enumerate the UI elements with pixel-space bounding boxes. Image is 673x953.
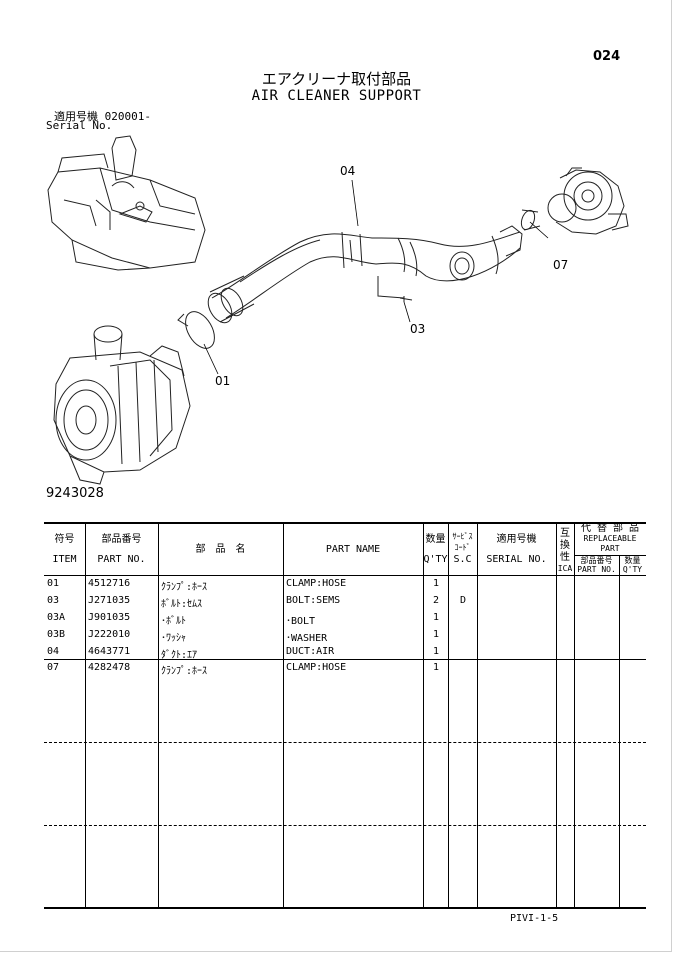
cell-item: 04 — [47, 646, 60, 657]
header-repl-qty-en: Q'TY — [622, 565, 643, 574]
col-divider — [423, 522, 424, 908]
bolt-part-03 — [377, 276, 413, 302]
header-qty-jp: 数量 — [425, 534, 446, 545]
cell-item: 03B — [47, 629, 66, 640]
excavator-thumbnail — [47, 135, 206, 271]
table-row: 07 4282478 ｸﾗﾝﾌﾟ:ﾎｰｽ CLAMP:HOSE 1 — [44, 662, 646, 677]
table-top-border — [44, 522, 646, 524]
callout-03: 03 — [410, 322, 426, 336]
cell-name-en: ･WASHER — [286, 633, 328, 644]
cell-name-en: BOLT:SEMS — [286, 595, 341, 606]
header-qty-en: Q'TY — [423, 554, 448, 565]
header-repl-en1: REPLACEABLE — [583, 534, 637, 543]
table-row: 04 4643771 ﾀﾞｸﾄ:ｴｱ DUCT:AIR 1 — [44, 646, 646, 661]
group-divider — [44, 659, 646, 660]
table-row: 03A J901035 ･ﾎﾞﾙﾄ ･BOLT 1 — [44, 612, 646, 627]
callout-04: 04 — [340, 164, 356, 178]
col-divider — [477, 522, 478, 908]
section-divider — [44, 742, 646, 743]
cell-part-no: 4512716 — [88, 578, 131, 589]
page-number: 024 — [593, 49, 621, 64]
header-repl-jp: 代 替 部 品 — [580, 523, 640, 534]
cell-part-no: J271035 — [88, 595, 131, 606]
cell-name-en: DUCT:AIR — [286, 646, 335, 657]
cell-qty: 1 — [433, 612, 440, 623]
header-ica-jp1: 互 — [560, 528, 570, 539]
col-divider — [448, 522, 449, 908]
cell-name-jp: ﾎﾞﾙﾄ:ｾﾑｽ — [161, 599, 203, 610]
header-serial-jp: 適用号機 — [496, 534, 537, 545]
clamp-part-01 — [177, 311, 215, 349]
figure-number: 9243028 — [46, 486, 104, 501]
table-row: 01 4512716 ｸﾗﾝﾌﾟ:ﾎｰｽ CLAMP:HOSE 1 — [44, 578, 646, 593]
cell-qty: 1 — [433, 629, 440, 640]
header-partno-en: PART NO. — [97, 554, 146, 565]
cell-qty: 2 — [433, 595, 440, 606]
footer-page-code: PIVI-1-5 — [510, 913, 559, 924]
clamp-part-07 — [520, 209, 541, 231]
cell-part-no: J901035 — [88, 612, 131, 623]
cell-part-no: 4643771 — [88, 646, 131, 657]
cell-item: 03 — [47, 595, 60, 606]
cell-name-en: CLAMP:HOSE — [286, 578, 347, 589]
header-partno-jp: 部品番号 — [101, 534, 142, 545]
cell-qty: 1 — [433, 662, 440, 673]
cell-part-no: J222010 — [88, 629, 131, 640]
table-bottom-border — [44, 907, 646, 909]
table-row: 03 J271035 ﾎﾞﾙﾄ:ｾﾑｽ BOLT:SEMS 2 D — [44, 595, 646, 610]
header-item-en: ITEM — [52, 554, 77, 565]
col-divider — [283, 522, 284, 908]
col-divider — [556, 522, 557, 908]
col-divider — [574, 522, 575, 908]
header-partname-jp: 部 品 名 — [195, 544, 246, 555]
header-ica-en: ICA — [557, 564, 573, 573]
leader-lines — [203, 179, 549, 375]
cell-name-jp: ･ﾜｯｼｬ — [161, 633, 186, 644]
header-sc-en: S.C — [453, 554, 472, 565]
header-serial-en: SERIAL NO. — [486, 554, 547, 565]
callout-01: 01 — [215, 374, 231, 388]
cell-item: 03A — [47, 612, 66, 623]
header-item-jp: 符号 — [54, 534, 75, 545]
cell-qty: 1 — [433, 578, 440, 589]
callout-07: 07 — [553, 258, 569, 272]
cell-name-en: CLAMP:HOSE — [286, 662, 347, 673]
cell-name-jp: ｸﾗﾝﾌﾟ:ﾎｰｽ — [161, 582, 208, 593]
section-divider — [44, 825, 646, 826]
col-divider — [619, 555, 620, 908]
serial-label-en: Serial No. — [46, 119, 113, 132]
header-sc-jp1: ｻｰﾋﾞｽ — [452, 532, 473, 541]
header-repl-qty-jp: 数量 — [624, 556, 641, 565]
cell-item: 07 — [47, 662, 60, 673]
cell-item: 01 — [47, 578, 60, 589]
cell-name-jp: ｸﾗﾝﾌﾟ:ﾎｰｽ — [161, 666, 208, 677]
cell-sc: D — [460, 595, 467, 606]
air-cleaner-part — [53, 325, 191, 485]
page-title-en: AIR CLEANER SUPPORT — [251, 88, 422, 104]
serial-label-jp: 適用号機 020001- — [54, 110, 151, 123]
turbocharger-part — [547, 167, 629, 235]
cell-name-jp: ･ﾎﾞﾙﾄ — [161, 616, 186, 627]
table-row: 03B J222010 ･ﾜｯｼｬ ･WASHER 1 — [44, 629, 646, 644]
duct-part-04 — [207, 225, 523, 324]
header-repl-en2: PART — [600, 544, 620, 553]
header-ica-jp2: 換 — [560, 540, 570, 551]
header-repl-partno-en: PART NO. — [577, 565, 616, 574]
header-sc-jp2: ｺｰﾄﾞ — [454, 543, 471, 552]
sub-header-border — [574, 555, 646, 556]
col-divider — [85, 522, 86, 908]
parts-table: 符号 ITEM 部品番号 PART NO. 部 品 名 PART NAME 数量… — [44, 522, 646, 910]
cell-name-en: ･BOLT — [286, 616, 316, 627]
parts-diagram — [47, 135, 629, 485]
table-header-border — [44, 575, 646, 576]
header-partname-en: PART NAME — [325, 544, 381, 555]
cell-name-jp: ﾀﾞｸﾄ:ｴｱ — [161, 650, 198, 661]
cell-part-no: 4282478 — [88, 662, 131, 673]
col-divider — [158, 522, 159, 908]
header-repl-partno-jp: 部品番号 — [580, 556, 613, 565]
header-ica-jp3: 性 — [560, 552, 570, 563]
cell-qty: 1 — [433, 646, 440, 657]
page-title-jp: エアクリーナ取付部品 — [261, 70, 412, 88]
